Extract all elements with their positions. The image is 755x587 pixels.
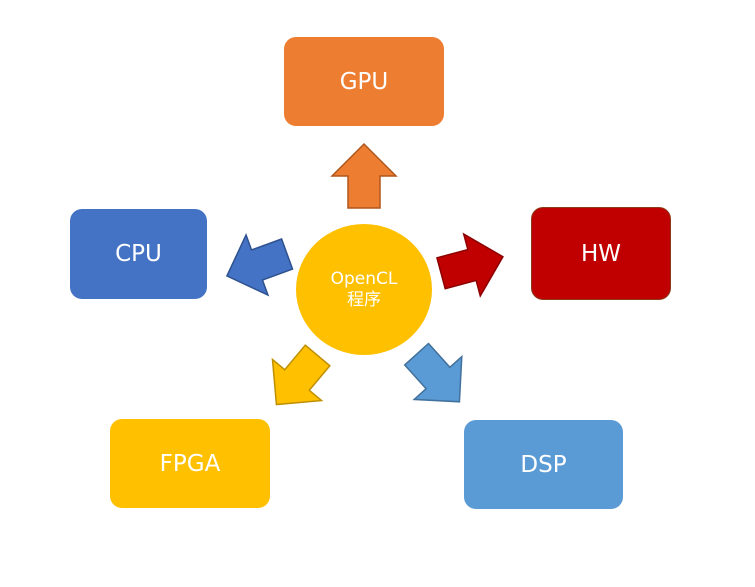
arrow-to-hw xyxy=(436,232,504,298)
node-gpu: GPU xyxy=(284,37,444,126)
node-cpu: CPU xyxy=(70,209,207,299)
node-dsp: DSP xyxy=(464,420,623,509)
node-fpga-label: FPGA xyxy=(159,450,221,477)
node-fpga: FPGA xyxy=(110,419,270,508)
arrow-to-dsp xyxy=(403,342,463,403)
arrow-to-cpu xyxy=(225,232,294,297)
center-label-line1: OpenCL xyxy=(330,268,398,289)
center-label-line2: 程序 xyxy=(347,289,381,310)
node-hw-label: HW xyxy=(580,240,622,267)
node-hw: HW xyxy=(531,207,671,300)
arrow-to-fpga xyxy=(271,344,331,406)
arrow-to-gpu xyxy=(330,142,398,209)
node-gpu-label: GPU xyxy=(339,68,389,95)
center-opencl-program: OpenCL 程序 xyxy=(296,224,432,355)
node-dsp-label: DSP xyxy=(520,451,567,478)
node-cpu-label: CPU xyxy=(115,241,162,267)
